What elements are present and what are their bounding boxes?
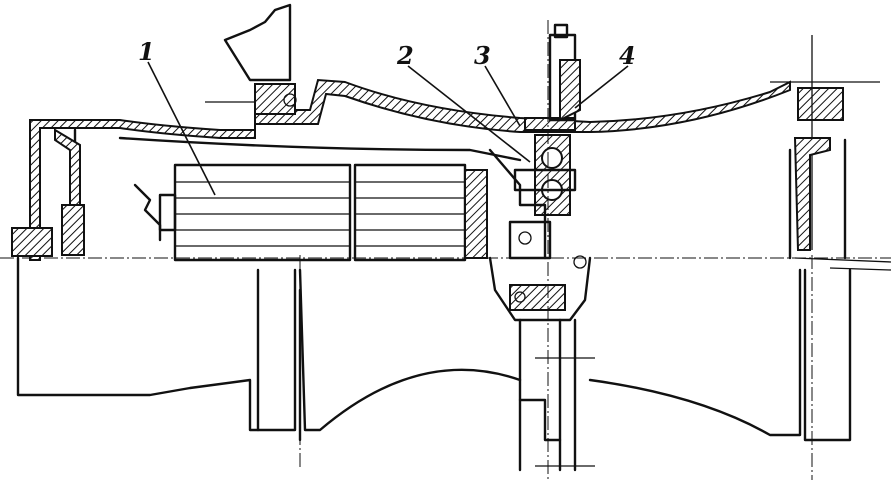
callout-1-label: 1 xyxy=(138,37,155,66)
left-flange xyxy=(61,204,85,256)
callout-3-label: 3 xyxy=(474,41,491,70)
left-bearing-block xyxy=(11,227,53,257)
callout-2-leader xyxy=(407,65,531,163)
upper-casing xyxy=(29,78,791,261)
upper-left-wall xyxy=(223,3,292,82)
bolt-head-upper-left xyxy=(283,93,297,107)
callout-4-label: 4 xyxy=(619,41,636,70)
lower-left-column xyxy=(256,268,302,442)
stator-lamination-pack xyxy=(158,163,488,262)
callout-1-leader xyxy=(147,61,216,196)
central-bearing-assembly xyxy=(488,117,587,269)
callout-4-leader xyxy=(574,65,629,109)
callout-3-leader xyxy=(484,65,521,127)
lower-bearing-housing xyxy=(488,256,595,472)
upper-flange-plate xyxy=(548,23,581,122)
callout-2-label: 2 xyxy=(396,41,414,70)
lower-casing xyxy=(16,256,852,442)
right-end-flange xyxy=(770,35,891,271)
upper-left-clamp xyxy=(254,83,296,115)
stator-clip xyxy=(133,183,162,242)
